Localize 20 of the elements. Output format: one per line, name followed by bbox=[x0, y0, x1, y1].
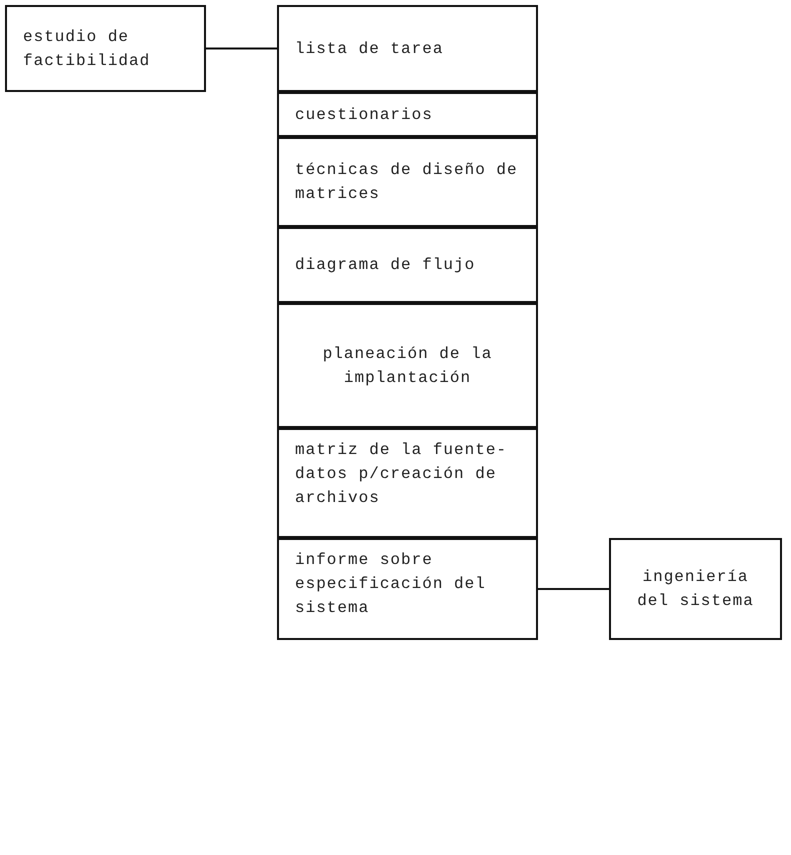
box-label: matriz de la fuente-datos p/creación de archivos bbox=[295, 440, 508, 509]
connector-line bbox=[538, 588, 609, 590]
box-label: estudio de factibilidad bbox=[23, 26, 152, 72]
process-box bbox=[277, 303, 538, 428]
box-label: ingeniería del sistema bbox=[636, 567, 755, 612]
process-box bbox=[277, 92, 538, 137]
box-label: cuestionarios bbox=[295, 104, 434, 126]
process-box bbox=[277, 137, 538, 227]
connector-line bbox=[206, 48, 277, 50]
process-box bbox=[5, 5, 206, 92]
box-label: lista de tarea bbox=[295, 38, 444, 60]
process-box bbox=[277, 538, 538, 640]
box-label: informe sobre especificación del sistema bbox=[295, 550, 487, 619]
box-label: técnicas de diseño de matrices bbox=[295, 160, 519, 205]
box-label: planeación de la implantación bbox=[322, 344, 494, 388]
process-box bbox=[277, 5, 538, 92]
process-box bbox=[277, 227, 538, 303]
process-box bbox=[277, 428, 538, 538]
process-box bbox=[609, 538, 782, 640]
box-label: diagrama de flujo bbox=[295, 255, 476, 276]
